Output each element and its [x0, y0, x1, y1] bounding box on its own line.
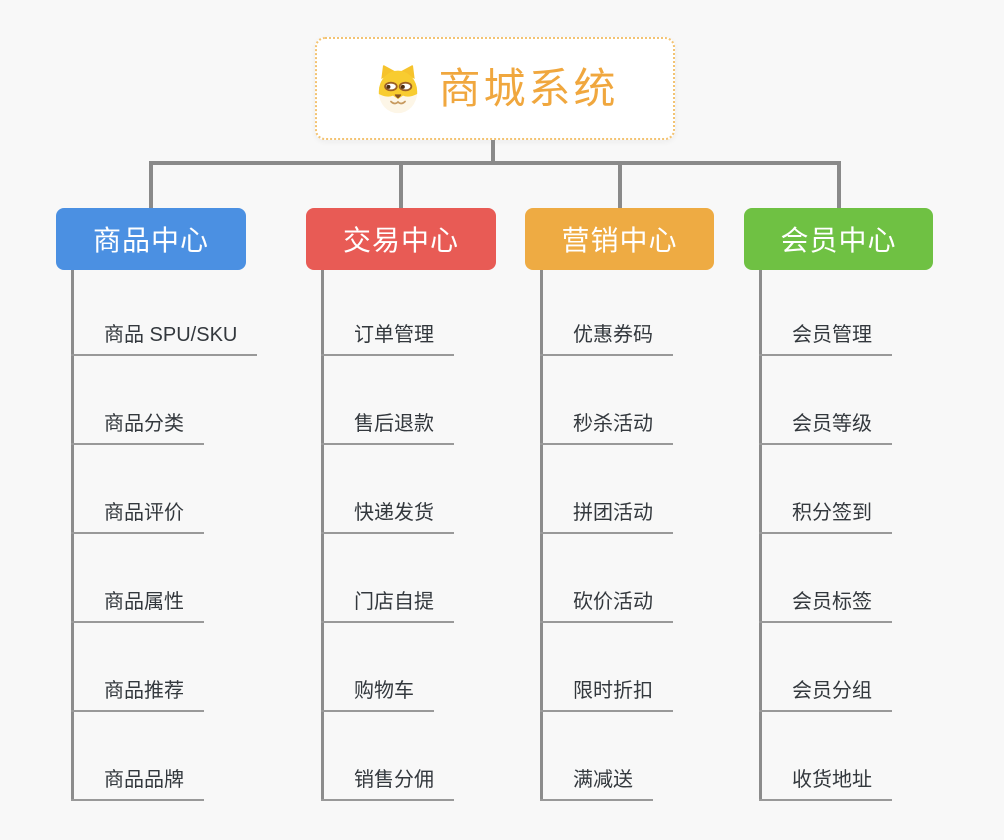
branch-node-trade-center[interactable]: 交易中心 — [306, 208, 496, 270]
connector-children-trade-center — [321, 270, 324, 801]
child-node[interactable]: 会员管理 — [759, 322, 892, 356]
child-node[interactable]: 门店自提 — [321, 589, 454, 623]
connector-horizontal-bar — [149, 161, 841, 165]
connector-root-stem — [491, 140, 495, 163]
child-node[interactable]: 秒杀活动 — [540, 411, 673, 445]
child-node[interactable]: 满减送 — [540, 767, 653, 801]
child-node[interactable]: 积分签到 — [759, 500, 892, 534]
child-node[interactable]: 拼团活动 — [540, 500, 673, 534]
child-node[interactable]: 销售分佣 — [321, 767, 454, 801]
dog-face-icon — [379, 64, 418, 113]
child-node[interactable]: 商品 SPU/SKU — [71, 322, 258, 356]
connector-children-member-center — [759, 270, 762, 801]
connector-children-product-center — [71, 270, 74, 801]
child-node[interactable]: 售后退款 — [321, 411, 454, 445]
child-node[interactable]: 会员等级 — [759, 411, 892, 445]
branch-node-marketing-center[interactable]: 营销中心 — [525, 208, 714, 270]
child-node[interactable]: 限时折扣 — [540, 678, 673, 712]
root-node-title: 商城系统 — [438, 64, 619, 112]
child-node[interactable]: 商品品牌 — [71, 767, 204, 801]
child-node[interactable]: 优惠券码 — [540, 322, 673, 356]
child-node[interactable]: 商品推荐 — [71, 678, 204, 712]
branch-node-member-center[interactable]: 会员中心 — [744, 208, 933, 270]
child-node[interactable]: 会员标签 — [759, 589, 892, 623]
child-node[interactable]: 会员分组 — [759, 678, 892, 712]
child-node[interactable]: 商品分类 — [71, 411, 204, 445]
connector-drop-trade-center — [399, 163, 403, 208]
child-node[interactable]: 砍价活动 — [540, 589, 673, 623]
root-node-mall-system[interactable]: 商城系统 — [315, 37, 675, 140]
child-node[interactable]: 订单管理 — [321, 322, 454, 356]
branch-node-product-center[interactable]: 商品中心 — [56, 208, 246, 270]
connector-drop-marketing-center — [618, 163, 622, 208]
child-node[interactable]: 收货地址 — [759, 767, 892, 801]
connector-children-marketing-center — [540, 270, 543, 801]
child-node[interactable]: 商品评价 — [71, 500, 204, 534]
child-node[interactable]: 商品属性 — [71, 589, 204, 623]
child-node[interactable]: 购物车 — [321, 678, 434, 712]
child-node[interactable]: 快递发货 — [321, 500, 454, 534]
connector-drop-product-center — [149, 163, 153, 208]
connector-drop-member-center — [837, 163, 841, 208]
